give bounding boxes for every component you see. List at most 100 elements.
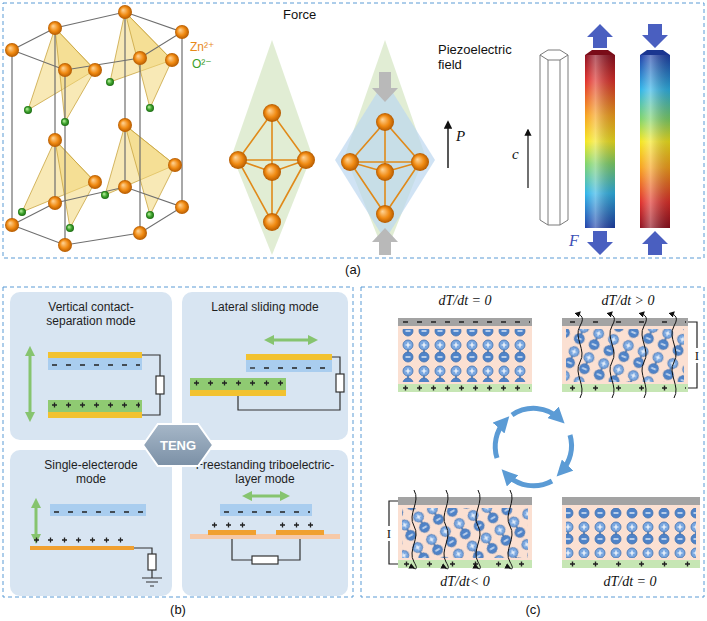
zinc-atom [118,118,132,132]
state-zero-cooling [570,563,698,564]
force-arrow [587,24,668,255]
state-cooling [389,490,532,569]
state-heating [566,329,684,382]
state-heating [578,312,582,398]
zinc-atom [341,153,359,171]
zinc-atom [5,218,19,232]
c-axis-arrow [527,130,528,188]
cycle-arrow [512,408,560,419]
single-electrode-sketch [30,546,134,550]
strained-nanowire [585,50,615,55]
contact-separation-sketch [156,376,164,394]
cycle-arrow [495,421,505,458]
zinc-atom [118,5,132,19]
zinc-atom [58,63,72,77]
state-heating [642,312,646,398]
zinc-atom [88,63,102,77]
lateral-sliding-sketch [194,382,284,383]
state-cooling [508,490,512,569]
cycle-arrow [495,408,571,486]
figure-label: dT/dt > 0 [601,293,654,309]
mode-box: Freestanding triboelectric-layer mode [182,450,348,596]
state-zero-cooling [562,505,700,560]
state-zero-cooling [562,560,700,568]
nanowire-outline [540,50,568,60]
oxygen-atom [146,211,154,219]
single-electrode-sketch [50,504,146,516]
force-arrow [642,24,668,48]
state-zero-cooling [566,508,696,558]
figure-label: Piezoelectric field [438,42,530,72]
contact-separation-sketch [48,400,142,412]
state-heating [570,387,686,388]
panel-frame [361,287,704,597]
oxygen-atom [18,208,26,216]
single-electrode-sketch [34,538,132,543]
figure-label: (c) [525,602,540,617]
panel-frame [3,3,704,597]
mode-box: Single-electerode mode [10,450,172,596]
lateral-sliding-sketch [194,381,284,386]
lateral-sliding-sketch [336,374,344,392]
state-cooling [444,490,448,569]
freestanding-layer-sketch [208,530,256,535]
figure-label: c [512,146,519,163]
state-zero-heating [398,384,532,392]
state-cooling [402,508,528,558]
crystal-frame [12,187,182,245]
mode-title: Freestanding triboelectric-layer mode [189,458,341,486]
figure-label: P [456,128,465,145]
oxygen-atom [61,118,69,126]
figure-label: (b) [170,602,186,617]
lateral-sliding-sketch [190,390,286,396]
freestanding-layer-sketch [212,523,322,528]
zinc-atom [88,175,102,189]
single-electrode-sketch [34,539,132,540]
figure-label: F [569,232,579,250]
panel-frame [3,3,704,258]
state-zero-heating [403,386,530,391]
mode-box: Vertical contact-separation mode [10,292,172,440]
figure-label: I [385,526,393,541]
crystal-frame [12,12,182,245]
contact-separation-sketch [52,404,140,405]
freestanding-layer-sketch [252,556,278,564]
figure-label: dT/dt = 0 [603,574,656,590]
force-arrow [372,228,398,255]
lateral-sliding-sketch [268,339,314,342]
lateral-sliding-sketch [250,367,330,368]
zinc-atom [48,21,62,35]
tetrahedron-bonds [350,122,420,214]
figure-label: O²⁻ [192,57,212,71]
oxygen-atom [106,78,114,86]
freestanding-layer-sketch [224,511,310,512]
figure-label: Force [283,7,316,22]
force-arrow [372,72,398,255]
zinc-atom [48,133,62,147]
zinc-atom [58,238,72,252]
unit-diamond [232,40,312,255]
cycle-arrow [561,435,572,472]
state-heating [570,321,686,322]
tetrahedron-bonds [238,113,306,222]
state-zero-heating [398,326,532,384]
oxygen-atom [101,191,109,199]
zinc-atom [168,158,182,172]
force-arrow [587,24,613,48]
compressed-nanowire [640,55,670,228]
contact-separation-sketch [48,412,142,418]
contact-separation-sketch [52,403,140,408]
freestanding-layer-sketch [276,530,324,535]
state-cooling [412,490,512,569]
hub-label: TENG [160,438,196,453]
state-heating [570,386,686,391]
state-zero-cooling [562,497,700,568]
state-heating [610,312,614,398]
state-heating [562,326,688,384]
oxygen-atom [66,224,74,232]
state-zero-heating [402,329,528,382]
polarization-arrow [447,122,448,168]
state-heating [578,312,676,398]
force-arrow [587,231,613,255]
